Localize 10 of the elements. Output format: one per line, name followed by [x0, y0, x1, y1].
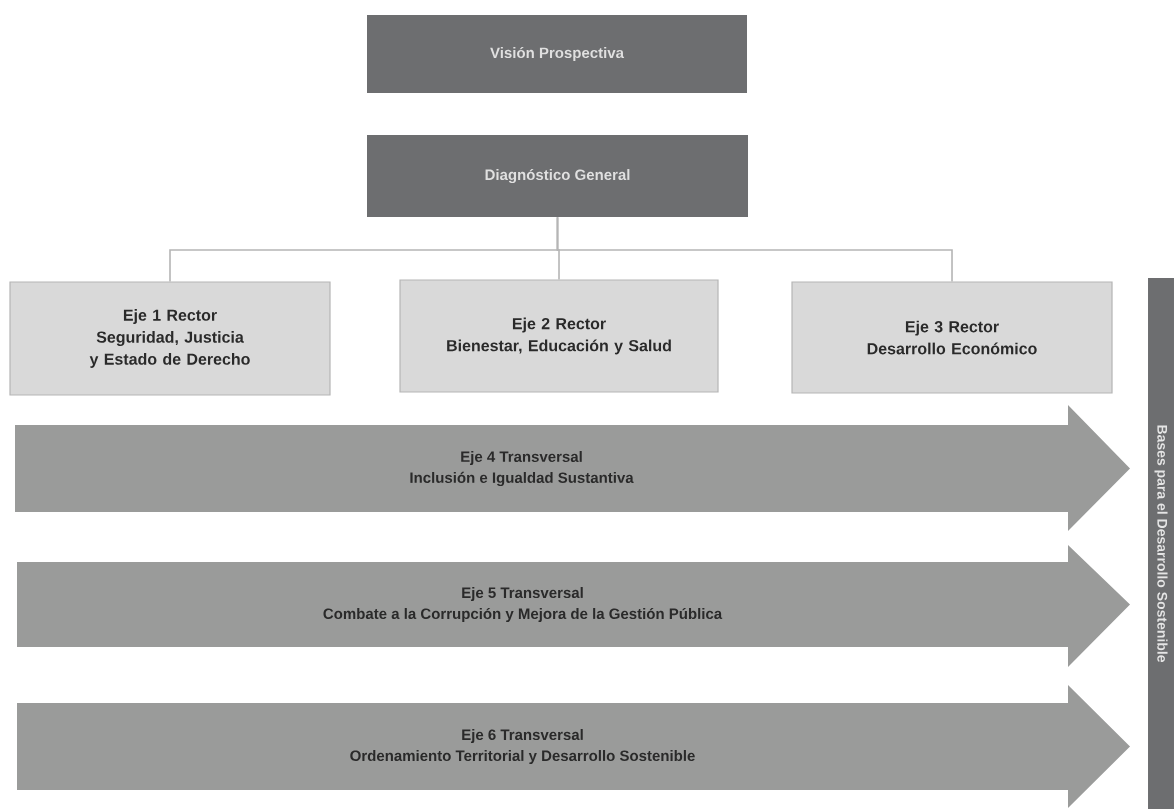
- arrow-band: Eje 6 Transversal Ordenamiento Territorial y Desarrollo Sostenible: [17, 685, 1130, 808]
- arrow-band: Eje 5 Transversal Combate a la Corrupción y Mejora de la Gestión Pública: [17, 545, 1130, 667]
- axis-box: Eje 2 Rector Bienestar, Educación y Salud: [399, 279, 719, 393]
- side-bar: Bases para el Desarrollo Sostenible: [1148, 278, 1174, 809]
- arrow-band: Eje 4 Transversal Inclusión e Igualdad Sustantiva: [15, 405, 1130, 531]
- process-box: Diagnóstico General: [367, 135, 748, 217]
- process-box: Visión Prospectiva: [367, 15, 747, 93]
- axis-box: Eje 3 Rector Desarrollo Económico: [791, 281, 1113, 394]
- axis-box: Eje 1 Rector Seguridad, Justicia y Estado de Derecho: [9, 281, 331, 396]
- connector-line: [556, 216, 953, 283]
